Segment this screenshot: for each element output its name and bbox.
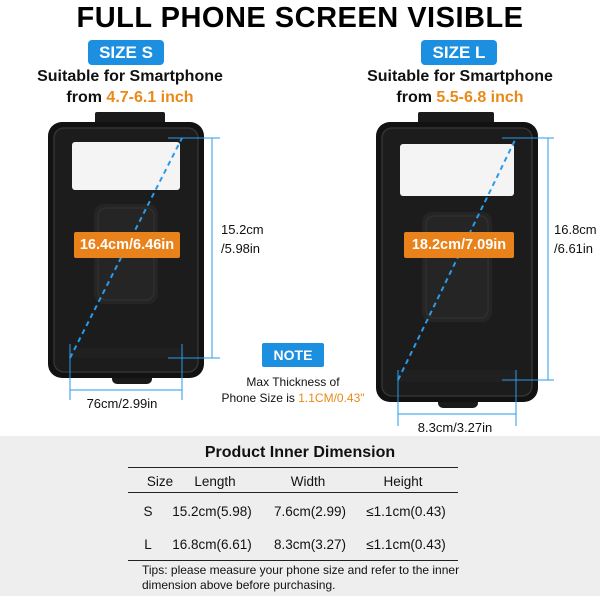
table-row-l-width: 8.3cm(3.27) (273, 537, 347, 552)
size-l-suitable-text: Suitable for Smartphone (367, 68, 553, 85)
note-thickness-value: 1.1CM/0.43" (298, 391, 365, 405)
table-row-s-size: S (143, 504, 153, 519)
table-row-l-size: L (144, 537, 152, 552)
page-title: FULL PHONE SCREEN VISIBLE (76, 2, 524, 34)
size-l-width-label: 8.3cm/3.27in (417, 420, 493, 435)
case-s-camera-window (72, 142, 180, 190)
size-l-range-line: from 5.5-6.8 inch (330, 87, 590, 108)
table-header-length: Length (194, 474, 236, 489)
size-s-height-in: /5.98in (221, 241, 261, 256)
size-l-diagonal-label: 18.2cm/7.09in (404, 232, 514, 258)
table-row-l-length: 16.8cm(6.61) (172, 537, 252, 552)
size-s-badge: SIZE S (88, 40, 164, 65)
table-row-l-height: ≤1.1cm(0.43) (366, 537, 446, 552)
case-l-mount-pad (422, 212, 492, 322)
table-row-s-height: ≤1.1cm(0.43) (366, 504, 446, 519)
size-l-height-in: /6.61in (554, 241, 594, 256)
size-l-badge: SIZE L (421, 40, 497, 65)
note-line-2-prefix: Phone Size is (221, 391, 295, 405)
size-s-suitable-text: Suitable for Smartphone (37, 68, 223, 85)
table-header-height: Height (383, 474, 423, 489)
table-bottom-rule (128, 560, 458, 561)
phone-case-l-illustration (376, 112, 554, 426)
phone-case-s-illustration (48, 112, 220, 400)
table-top-rule (128, 467, 458, 468)
size-s-range-prefix: from (66, 89, 102, 106)
size-s-height-cm: 15.2cm (221, 222, 264, 237)
note-line-1: Max Thickness of (246, 375, 340, 389)
size-s-width-label: 76cm/2.99in (86, 396, 158, 411)
size-l-range-prefix: from (396, 89, 432, 106)
table-header-width: Width (290, 474, 326, 489)
size-l-height-cm: 16.8cm (554, 222, 597, 237)
size-s-range: 4.7-6.1 inch (106, 89, 194, 106)
case-l-camera-window (400, 144, 514, 196)
size-l-range: 5.5-6.8 inch (436, 89, 524, 106)
table-header-rule (128, 492, 458, 493)
table-row-s-width: 7.6cm(2.99) (273, 504, 347, 519)
tips-text: Tips: please measure your phone size and… (142, 563, 460, 592)
size-s-diagonal-label: 16.4cm/6.46in (74, 232, 180, 258)
table-header-size: Size (146, 474, 174, 489)
table-title: Product Inner Dimension (204, 444, 396, 461)
dimension-section (0, 436, 600, 596)
note-badge: NOTE (262, 343, 324, 367)
table-row-s-length: 15.2cm(5.98) (172, 504, 252, 519)
note-line-2: Phone Size is 1.1CM/0.43" (193, 390, 393, 406)
size-s-range-line: from 4.7-6.1 inch (0, 87, 260, 108)
